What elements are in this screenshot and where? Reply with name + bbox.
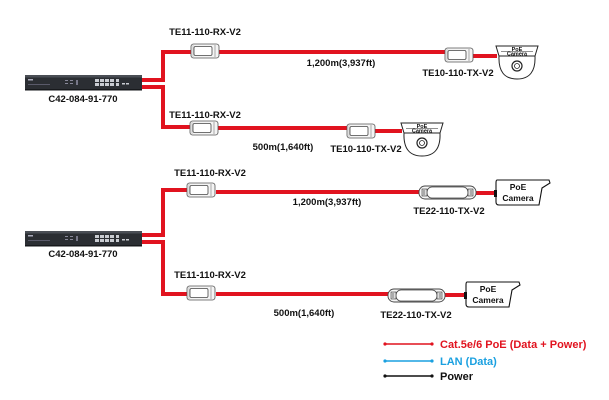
camera-label-line2: Camera <box>412 129 433 135</box>
legend-label-lan: LAN (Data) <box>440 356 497 368</box>
legend: Cat.5e/6 PoE (Data + Power) LAN (Data) P… <box>383 339 587 383</box>
transmitter-model-label: TE10-110-TX-V2 <box>422 68 493 79</box>
transmitter-model-label: TE22-110-TX-V2 <box>413 206 484 217</box>
group-1: C42-084-91-770 TE11-110-RX-V2 1,200m(3,9… <box>25 27 539 157</box>
outdoor-transmitter-icon <box>418 185 477 200</box>
outdoor-transmitter-icon <box>387 288 446 303</box>
cable-distance-label: 500m(1,640ft) <box>253 142 314 153</box>
legend-dot <box>383 342 387 346</box>
receiver-model-label: TE11-110-RX-V2 <box>174 168 246 179</box>
dome-camera-icon: PoE Camera <box>400 122 444 157</box>
legend-label-power: Power <box>440 371 474 383</box>
poe-cable <box>142 188 188 237</box>
poe-cable <box>142 50 192 82</box>
legend-label-poe: Cat.5e/6 PoE (Data + Power) <box>440 339 587 351</box>
camera-label-line1: PoE <box>512 47 523 53</box>
cable-distance-label: 1,200m(3,937ft) <box>293 197 362 208</box>
poe-switch-icon <box>25 231 142 247</box>
receiver-model-label: TE11-110-RX-V2 <box>174 270 246 281</box>
legend-item-power: Power <box>383 371 474 383</box>
receiver-icon <box>190 43 220 59</box>
legend-dot <box>383 359 387 363</box>
cable-distance-label: 500m(1,640ft) <box>274 308 335 319</box>
camera-label-line1: PoE <box>480 284 497 294</box>
legend-dot <box>430 374 434 378</box>
camera-label-line2: Camera <box>502 193 533 203</box>
poe-cable <box>142 240 188 296</box>
camera-label-line1: PoE <box>417 124 428 130</box>
poe-switch-icon <box>25 75 142 91</box>
legend-dot <box>430 359 434 363</box>
bullet-camera-icon: PoE Camera <box>494 179 551 206</box>
receiver-icon <box>186 182 216 198</box>
receiver-model-label: TE11-110-RX-V2 <box>169 27 241 38</box>
legend-dot <box>430 342 434 346</box>
legend-item-poe: Cat.5e/6 PoE (Data + Power) <box>383 339 587 351</box>
camera-label-line1: PoE <box>510 182 527 192</box>
dome-camera-icon: PoE Camera <box>495 45 539 80</box>
legend-dot <box>383 374 387 378</box>
transmitter-icon <box>444 47 474 63</box>
switch-model-label: C42-084-91-770 <box>48 94 117 105</box>
camera-label-line2: Camera <box>507 52 528 58</box>
legend-item-lan: LAN (Data) <box>383 356 497 368</box>
poe-cable <box>142 85 192 129</box>
receiver-icon <box>189 120 219 136</box>
group-2: C42-084-91-770 TE11-110-RX-V2 1,200m(3,9… <box>25 168 551 321</box>
receiver-icon <box>186 285 216 301</box>
bullet-camera-icon: PoE Camera <box>464 281 521 308</box>
transmitter-model-label: TE10-110-TX-V2 <box>330 144 401 155</box>
receiver-model-label: TE11-110-RX-V2 <box>169 110 241 121</box>
transmitter-model-label: TE22-110-TX-V2 <box>380 310 451 321</box>
transmitter-icon <box>346 123 376 139</box>
switch-model-label: C42-084-91-770 <box>48 249 117 260</box>
cable-distance-label: 1,200m(3,937ft) <box>307 58 376 69</box>
camera-label-line2: Camera <box>472 295 503 305</box>
